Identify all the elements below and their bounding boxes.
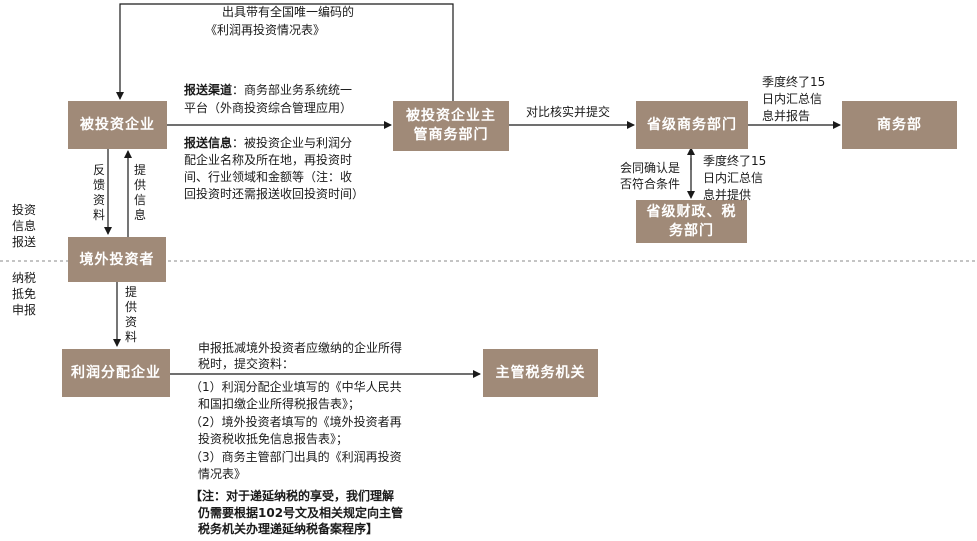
- info-label: 报送信息：被投资企业与利润分: [184, 135, 352, 152]
- quarter-report-2: 日内汇总信: [762, 92, 823, 106]
- channel-body-2: 平台（外商投资综合管理应用）: [184, 101, 353, 115]
- item3-1: （3）商务主管部门出具的《利润再投资: [190, 450, 402, 464]
- confirm-label-2: 否符合条件: [620, 177, 681, 191]
- top-loop-label-1: 出具带有全国唯一编码的: [222, 5, 355, 19]
- section-tax-credit: 纳税抵免申报: [12, 271, 37, 317]
- info-body-2: 配企业名称及所在地，再投资时: [184, 153, 353, 167]
- box-competent-tax-authority: 主管税务机关: [483, 349, 598, 397]
- box-provincial-finance-tax: 省级财政、税务部门: [636, 200, 747, 243]
- info-body-3: 间、行业领域和金额等（注：收: [184, 170, 353, 184]
- info-body-4: 回投资时还需报送收回投资时间）: [184, 187, 365, 201]
- quarter-provide-3: 息并提供: [703, 188, 752, 202]
- finance-tax-text: 省级财政、税务部门: [646, 203, 737, 239]
- provide-data-label: 提供资料: [124, 285, 137, 344]
- provide-info-label: 提供信息: [133, 163, 146, 222]
- item2-1: （2）境外投资者填写的《境外投资者再: [190, 415, 402, 429]
- tax-intro-2: 税时，提交资料：: [198, 357, 295, 371]
- box-profit-distributing-enterprise: 利润分配企业: [62, 349, 170, 397]
- channel-title: 报送渠道: [184, 83, 233, 97]
- competent-dept-text: 被投资企业主管商务部门: [406, 108, 496, 143]
- tax-intro-1: 申报抵减境外投资者应缴纳的企业所得: [198, 341, 403, 355]
- info-body-1: ：被投资企业与利润分: [232, 136, 353, 150]
- channel-label: 报送渠道：商务部业务系统统一: [184, 82, 352, 99]
- note-3: 税务机关办理递延纳税备案程序】: [198, 522, 379, 536]
- quarter-provide-1: 季度终了15: [703, 154, 767, 168]
- section-info-report: 投资信息报送: [12, 203, 37, 249]
- loop-arrow: [116, 3, 454, 101]
- box-invested-enterprise: 被投资企业: [68, 101, 167, 149]
- confirm-label-1: 会同确认是: [620, 161, 681, 175]
- feedback-label: 反馈资料: [92, 163, 105, 222]
- box-competent-commerce-dept: 被投资企业主管商务部门: [393, 101, 509, 151]
- info-title: 报送信息: [184, 136, 233, 150]
- top-loop-label-2: 《利润再投资情况表》: [205, 23, 326, 37]
- item1-2: 和国扣缴企业所得税报告表》；: [198, 397, 361, 411]
- box-ministry-of-commerce: 商务部: [842, 101, 957, 149]
- quarter-provide-2: 日内汇总信: [703, 171, 764, 185]
- channel-body-1: ：商务部业务系统统一: [232, 83, 353, 97]
- item3-2: 情况表》: [198, 467, 247, 481]
- box-provincial-commerce-dept: 省级商务部门: [636, 101, 748, 149]
- item2-2: 投资税收抵免信息报告表》；: [198, 432, 349, 446]
- verify-submit-label: 对比核实并提交: [526, 105, 611, 119]
- note-2: 仍需要根据102号文及相关规定向主管: [198, 506, 404, 520]
- item1-1: （1）利润分配企业填写的《中华人民共: [190, 380, 402, 394]
- quarter-report-3: 息并报告: [762, 109, 811, 123]
- box-overseas-investor: 境外投资者: [68, 237, 166, 282]
- note-1: 【注：对于递延纳税的享受，我们理解: [190, 489, 395, 503]
- quarter-report-1: 季度终了15: [762, 75, 826, 89]
